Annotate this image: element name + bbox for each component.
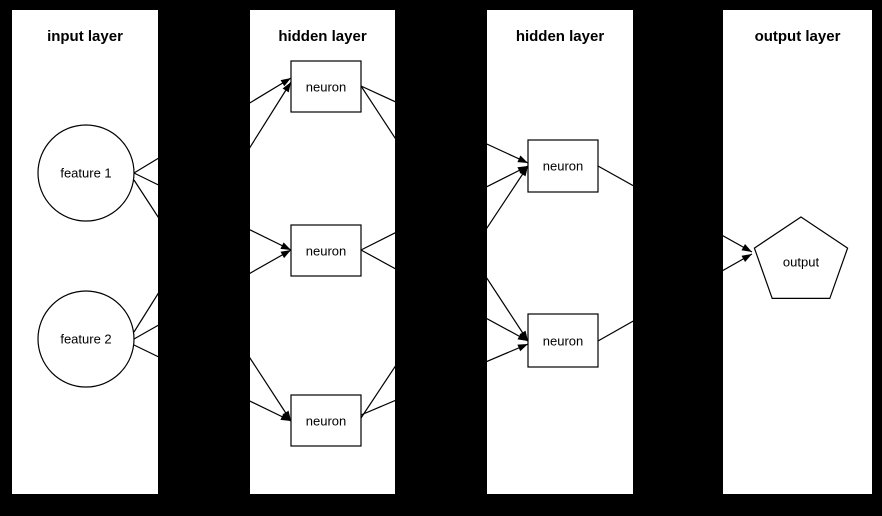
node-label-hidden1-neuron-2: neuron	[305, 243, 347, 258]
layer-title-hidden-2: hidden layer	[515, 28, 605, 45]
layer-title-hidden-1: hidden layer	[278, 28, 367, 45]
layer-panel-input: input layer	[12, 10, 158, 494]
layer-panel-output: output layer	[723, 10, 872, 494]
node-label-hidden1-neuron-1: neuron	[305, 79, 347, 94]
node-label-hidden2-neuron-2: neuron	[542, 333, 584, 348]
layer-panel-hidden-2: hidden layer	[487, 10, 633, 494]
node-label-feature-1: feature 1	[60, 165, 112, 181]
node-label-output-node: output	[782, 254, 820, 270]
layer-title-output: output layer	[754, 28, 841, 45]
node-label-hidden2-neuron-1: neuron	[542, 158, 584, 174]
node-label-hidden1-neuron-3: neuron	[305, 413, 347, 428]
node-label-feature-2: feature 2	[60, 331, 112, 347]
layer-title-input: input layer	[47, 28, 123, 45]
